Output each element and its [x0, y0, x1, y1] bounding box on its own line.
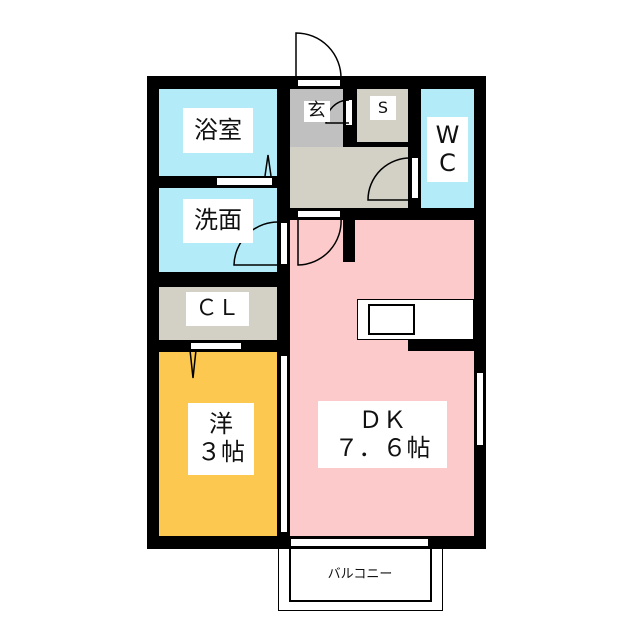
washroom-door[interactable] [280, 222, 288, 265]
dk-label-line2: ７．６帖 [334, 433, 431, 462]
entry-door-opening[interactable] [297, 79, 341, 87]
balcony-label: バルコニー [300, 564, 420, 586]
kitchen-sink [368, 304, 415, 335]
western-window [280, 355, 288, 533]
dk-door[interactable] [297, 210, 341, 218]
balcony-label-text: バルコニー [327, 566, 393, 582]
balcony-window[interactable] [290, 538, 429, 547]
closet-label: ＣＬ [186, 292, 249, 326]
bath-label-text: 浴室 [194, 115, 242, 144]
wc-label: W C [427, 117, 468, 182]
dk-label-line1: ＤＫ [358, 405, 407, 434]
wc-door[interactable] [411, 157, 419, 199]
room-hall [290, 147, 408, 208]
bath-door[interactable] [216, 177, 273, 186]
partition-wall [343, 220, 355, 262]
washroom-label: 洗面 [183, 199, 253, 243]
entrance-label: 玄 [300, 96, 333, 127]
western-label: 洋 ３帖 [188, 403, 254, 475]
bath-label: 浴室 [183, 108, 253, 153]
dk-label: ＤＫ ７．６帖 [318, 401, 447, 468]
room-dk [290, 220, 474, 536]
balcony [278, 549, 443, 611]
western-label-line2: ３帖 [197, 438, 245, 466]
washroom-label-text: 洗面 [194, 206, 242, 235]
western-label-line1: 洋 [209, 410, 233, 439]
entrance-label-text: 玄 [303, 100, 330, 122]
closet-door[interactable] [190, 342, 242, 350]
wc-label-line2: C [439, 148, 456, 177]
storage-label-text: S [377, 97, 389, 117]
kitchen-wall [408, 340, 474, 351]
wc-label-line1: W [435, 120, 460, 149]
storage-label: S [370, 96, 396, 120]
closet-label-text: ＣＬ [195, 296, 240, 322]
dk-window-east [476, 372, 484, 446]
